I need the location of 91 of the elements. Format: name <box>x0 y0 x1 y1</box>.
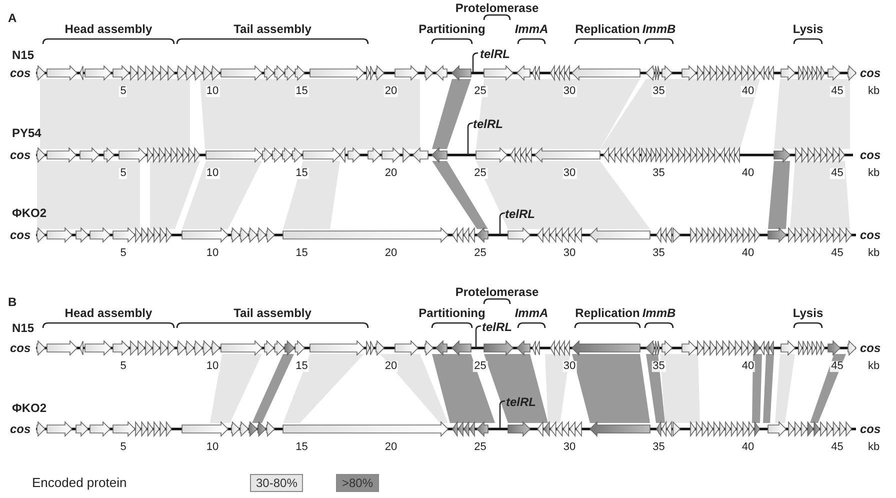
scale-number: 35 <box>652 361 666 372</box>
scale-number: 40 <box>740 168 756 179</box>
end-label: cos <box>10 342 31 354</box>
region-label: Head assembly <box>64 23 152 35</box>
scale-number: 5 <box>119 248 128 259</box>
scale-number: 15 <box>294 248 309 259</box>
scale-unit: kb <box>868 168 880 179</box>
scale-number: 10 <box>205 442 220 453</box>
scale-number: 10 <box>205 361 220 372</box>
scale-number: 45 <box>830 442 844 453</box>
scale-number: 45 <box>830 361 844 372</box>
gene-label: telRL <box>473 118 503 130</box>
scale-number: 25 <box>473 86 488 97</box>
scale-number: 20 <box>384 361 398 372</box>
region-label: Partitioning <box>418 307 486 319</box>
scale-number: 40 <box>740 361 756 372</box>
scale-number: 40 <box>740 86 756 97</box>
end-label: cos <box>10 229 31 241</box>
genome-name: ΦKO2 <box>12 402 47 414</box>
scale-unit: kb <box>868 361 880 372</box>
scale-number: 5 <box>119 168 128 179</box>
scale-number: 25 <box>473 442 488 453</box>
scale-number: 30 <box>562 361 577 372</box>
scale-number: 15 <box>294 442 309 453</box>
scale-number: 5 <box>119 442 128 453</box>
scale-number: 20 <box>384 168 398 179</box>
scale-number: 30 <box>562 442 577 453</box>
scale-number: 40 <box>740 248 756 259</box>
scale-number: 10 <box>205 168 220 179</box>
region-label: Lysis <box>792 307 824 319</box>
scale-unit: kb <box>868 86 880 97</box>
end-label: cos <box>10 67 31 79</box>
region-label: Replication <box>575 23 640 35</box>
scale-unit: kb <box>868 442 880 453</box>
region-label: Replication <box>575 307 640 319</box>
scale-number: 10 <box>205 248 220 259</box>
genome-name: N15 <box>12 49 34 61</box>
legend-title: Encoded protein <box>32 476 127 489</box>
scale-number: 45 <box>830 248 844 259</box>
end-label: cos <box>860 67 881 79</box>
gene-label: ImmA <box>514 23 548 35</box>
gene-label: telRL <box>506 396 536 408</box>
region-label: Protelomerase <box>455 2 539 14</box>
gene-label: ImmA <box>514 307 548 319</box>
scale-number: 10 <box>205 86 220 97</box>
gene-label: telRL <box>482 321 512 333</box>
scale-number: 40 <box>740 442 756 453</box>
scale-number: 15 <box>294 361 309 372</box>
scale-number: 35 <box>652 248 666 259</box>
scale-number: 30 <box>562 168 577 179</box>
legend-swatch: >80% <box>336 474 380 492</box>
end-label: cos <box>10 149 31 161</box>
genome-name: PY54 <box>12 127 42 139</box>
gene-label: ImmB <box>642 307 676 319</box>
end-label: cos <box>10 423 31 435</box>
panel-letter: A <box>8 12 17 24</box>
scale-number: 45 <box>830 86 844 97</box>
scale-number: 30 <box>562 86 577 97</box>
scale-number: 45 <box>830 168 844 179</box>
scale-number: 15 <box>294 168 309 179</box>
scale-number: 35 <box>652 168 666 179</box>
panel-letter: B <box>8 296 17 308</box>
genome-name: ΦKO2 <box>12 207 47 219</box>
scale-number: 35 <box>652 442 666 453</box>
scale-unit: kb <box>868 248 880 259</box>
scale-number: 25 <box>473 361 488 372</box>
genome-name: N15 <box>12 322 34 334</box>
scale-number: 35 <box>652 86 666 97</box>
scale-number: 25 <box>473 248 488 259</box>
end-label: cos <box>860 423 881 435</box>
gene-label: telRL <box>480 48 510 60</box>
scale-number: 5 <box>119 86 128 97</box>
region-label: Protelomerase <box>455 286 539 298</box>
scale-number: 25 <box>473 168 488 179</box>
end-label: cos <box>860 229 881 241</box>
scale-number: 20 <box>384 442 398 453</box>
region-label: Partitioning <box>418 23 486 35</box>
region-label: Lysis <box>792 23 824 35</box>
scale-number: 20 <box>384 86 398 97</box>
end-label: cos <box>860 342 881 354</box>
region-label: Tail assembly <box>234 23 312 35</box>
gene-label: telRL <box>505 208 535 220</box>
scale-number: 20 <box>384 248 398 259</box>
end-label: cos <box>860 149 881 161</box>
scale-number: 5 <box>119 361 128 372</box>
region-label: Head assembly <box>64 307 152 319</box>
legend-swatch: 30-80% <box>250 474 304 492</box>
scale-number: 30 <box>562 248 577 259</box>
region-label: Tail assembly <box>234 307 312 319</box>
scale-number: 15 <box>294 86 309 97</box>
gene-label: ImmB <box>642 23 676 35</box>
